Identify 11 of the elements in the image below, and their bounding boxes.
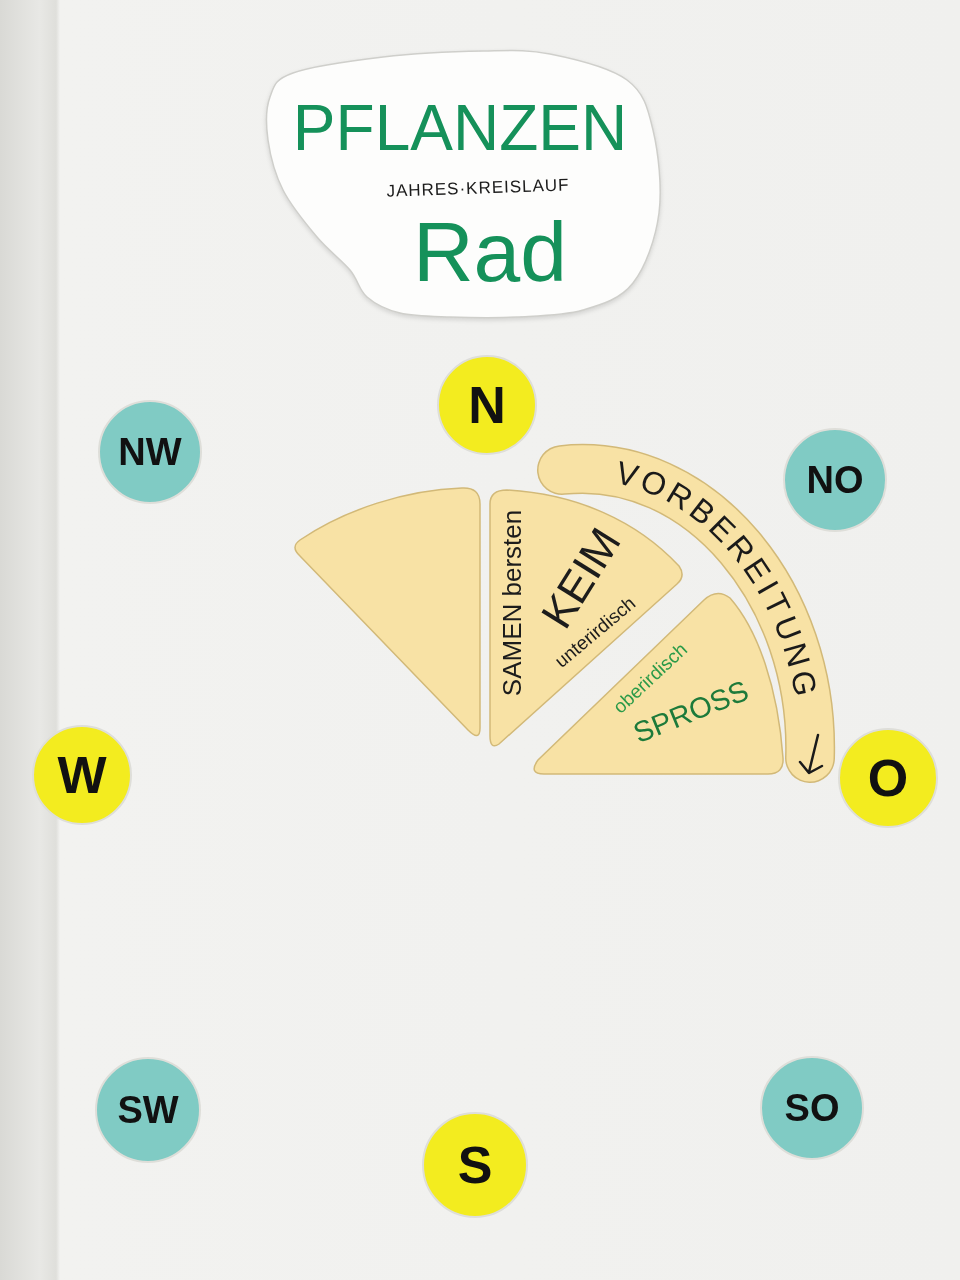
- compass-letter: W: [57, 749, 107, 801]
- compass-letter: N: [468, 379, 506, 431]
- title-text: Rad: [412, 210, 568, 294]
- compass-letter: S: [457, 1139, 493, 1191]
- subtitle-text: JAHRES·KREISLAUF: [386, 176, 570, 200]
- compass-letter: SW: [117, 1091, 179, 1129]
- wedge-label: SAMEN bersten: [499, 509, 525, 697]
- compass-letter: O: [867, 752, 909, 804]
- compass-letter: SO: [784, 1089, 840, 1127]
- title-text: PFLANZEN: [292, 96, 628, 160]
- compass-letter: NW: [118, 433, 182, 471]
